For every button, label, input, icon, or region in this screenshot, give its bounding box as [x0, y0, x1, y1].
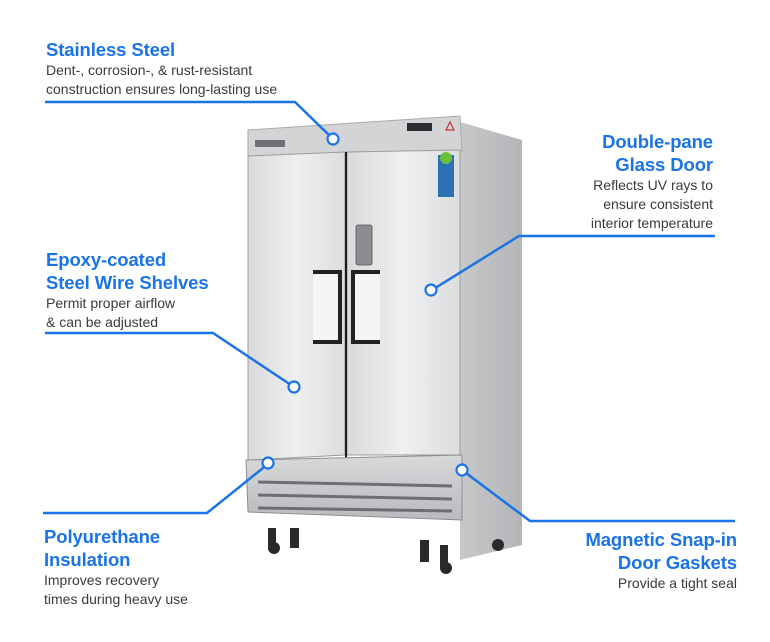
callout-desc: Dent-, corrosion-, & rust-resistant: [46, 62, 253, 78]
temperature-display: [407, 123, 432, 131]
callout-title: Door Gaskets: [617, 552, 737, 573]
callout-title: Polyurethane: [44, 526, 160, 547]
callout-desc: Improves recovery: [44, 572, 160, 588]
callout-title: Insulation: [44, 549, 131, 570]
callout-title: Double-pane: [602, 131, 713, 152]
insulation-leader: [43, 463, 269, 515]
keypad-lock: [355, 224, 373, 266]
callout-epoxy-shelves: Epoxy-coated Steel Wire Shelves Permit p…: [46, 248, 209, 332]
callout-title: Steel Wire Shelves: [46, 272, 209, 293]
base-drawer: [245, 454, 463, 521]
callout-desc: Provide a tight seal: [617, 575, 737, 591]
callout-desc: construction ensures long-lasting use: [46, 81, 278, 97]
brand-logo: [255, 140, 285, 147]
callout-desc: ensure consistent: [603, 196, 713, 212]
callout-title: Glass Door: [615, 154, 713, 175]
energy-label: [438, 155, 454, 197]
callout-title: Stainless Steel: [46, 39, 176, 60]
marker-dot: [455, 463, 469, 477]
marker-dot: [287, 380, 301, 394]
callout-double-pane-glass-door: Double-pane Glass Door Reflects UV rays …: [591, 130, 713, 233]
callout-desc: Permit proper airflow: [46, 295, 176, 311]
marker-dot: [261, 456, 275, 470]
glass-door-leader: [431, 234, 715, 292]
callout-desc: & can be adjusted: [46, 314, 159, 330]
callout-title: Magnetic Snap-in: [585, 529, 737, 550]
callout-desc: times during heavy use: [44, 591, 188, 607]
marker-dot: [424, 283, 438, 297]
callout-desc: interior temperature: [590, 215, 713, 231]
shelves-leader: [45, 331, 295, 389]
callout-title: Epoxy-coated: [46, 249, 167, 270]
callout-magnetic-gaskets: Magnetic Snap-in Door Gaskets Provide a …: [585, 528, 737, 593]
left-door-handle: [313, 270, 342, 344]
marker-dot: [326, 132, 340, 146]
callout-stainless-steel: Stainless Steel Dent-, corrosion-, & rus…: [46, 38, 277, 99]
callout-desc: Reflects UV rays to: [593, 177, 713, 193]
right-door-handle: [351, 270, 380, 344]
stainless-steel-leader: [45, 100, 333, 139]
gasket-leader: [461, 469, 735, 523]
callout-polyurethane-insulation: Polyurethane Insulation Improves recover…: [44, 525, 188, 609]
